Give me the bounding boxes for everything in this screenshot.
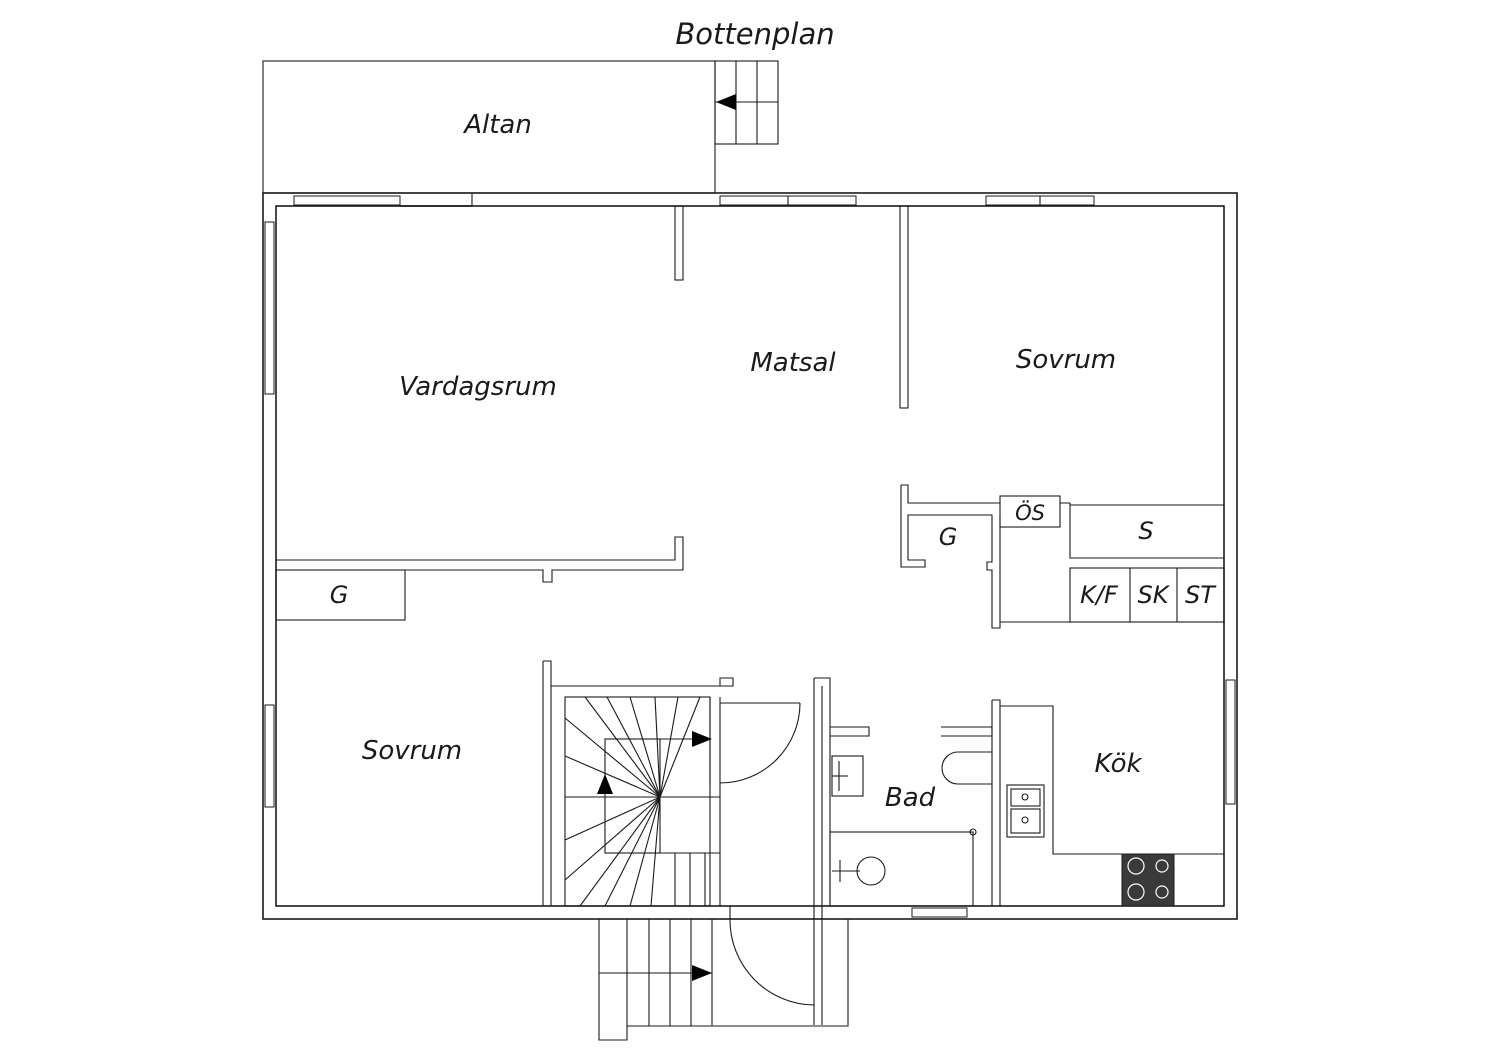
- kitchen-fixtures: [1006, 784, 1175, 907]
- window: [293, 195, 401, 206]
- room-label-kok: Kök: [1094, 749, 1142, 779]
- stair-arrow-left-icon: [716, 94, 736, 110]
- closet-g-left: [275, 569, 406, 621]
- storage-label-g-left: G: [330, 581, 349, 609]
- bathroom-fixtures: [829, 751, 992, 907]
- outer-walls: [262, 192, 1238, 920]
- storage-label-st: ST: [1185, 581, 1217, 609]
- window: [1225, 679, 1236, 805]
- storage-label-s: S: [1138, 517, 1153, 545]
- bathtub: [829, 831, 974, 907]
- altan-stairs: [714, 60, 779, 145]
- windows: [264, 195, 1236, 918]
- closet-os: [999, 495, 1061, 528]
- interior-walls: [275, 194, 1225, 1025]
- window: [264, 221, 275, 395]
- kitchen-sink: [1006, 784, 1045, 838]
- staircase: [564, 696, 721, 907]
- storage-label-g-center: G: [939, 523, 958, 551]
- doors: [719, 702, 815, 1006]
- entry-arrow-right-icon: [692, 965, 712, 981]
- storage-label-kf: K/F: [1080, 581, 1119, 609]
- room-label-vardagsrum: Vardagsrum: [399, 372, 557, 402]
- window: [264, 704, 275, 808]
- shower-drain-icon: [856, 856, 886, 886]
- stair-arrow-right-icon: [692, 731, 712, 747]
- room-label-matsal: Matsal: [750, 348, 836, 378]
- plan-title: Bottenplan: [675, 17, 834, 51]
- room-label-bad: Bad: [885, 783, 936, 813]
- toilet-icon: [941, 751, 992, 785]
- room-label-altan: Altan: [462, 110, 532, 140]
- window: [911, 907, 968, 918]
- room-label-sovrum-top: Sovrum: [1016, 345, 1116, 375]
- storage-label-sk: SK: [1138, 581, 1171, 609]
- stair-arrow-up-icon: [597, 774, 613, 794]
- storage-label-os: ÖS: [1015, 500, 1045, 525]
- entry-stairs: [598, 919, 849, 1041]
- room-label-sovrum-left: Sovrum: [362, 736, 462, 766]
